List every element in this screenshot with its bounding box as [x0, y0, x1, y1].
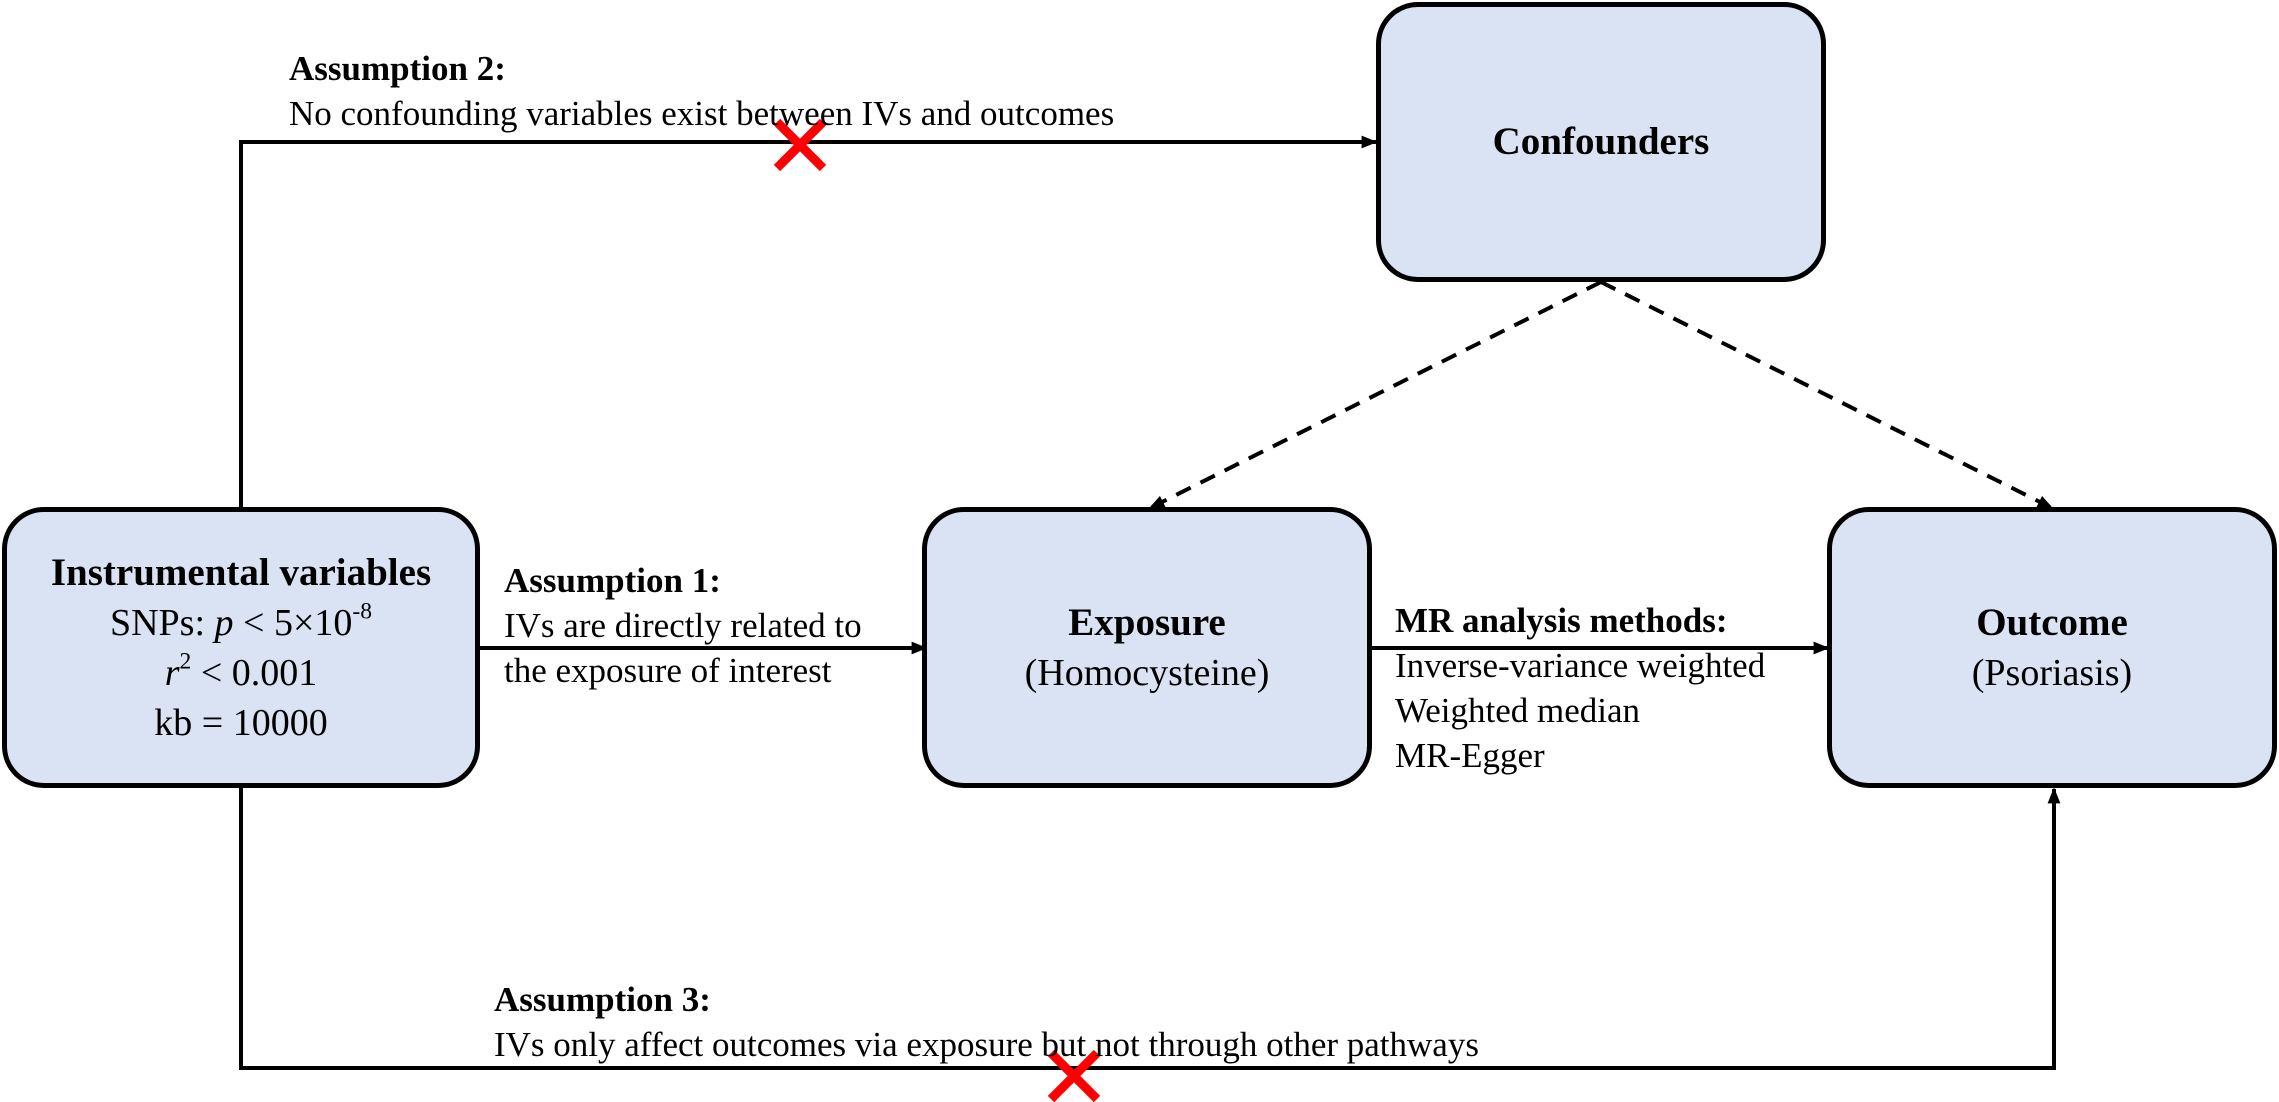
confounders-title: Confounders — [1492, 120, 1710, 163]
r2-threshold: r2 < 0.001 — [164, 648, 318, 694]
confounders-node: Confounders — [1376, 2, 1826, 282]
assumption1-label: Assumption 1: IVs are directly related t… — [504, 558, 862, 693]
outcome-title: Outcome — [1976, 600, 2128, 644]
assumption1-text-line1: IVs are directly related to — [504, 606, 862, 645]
confounder-to-outcome-arrow — [1600, 280, 2054, 510]
outcome-subtitle: (Psoriasis) — [1971, 651, 2133, 694]
assumption3-text: IVs only affect outcomes via exposure bu… — [494, 1025, 1479, 1064]
mr-methods-label: MR analysis methods: Inverse-variance we… — [1395, 598, 1765, 778]
instrumental-variables-node: Instrumental variables SNPs: p < 5×10-8 … — [2, 507, 480, 788]
outcome-node: Outcome (Psoriasis) — [1827, 507, 2277, 788]
confounder-to-exposure-arrow — [1148, 280, 1602, 510]
cross-icon — [773, 118, 827, 172]
snp-threshold: SNPs: p < 5×10-8 — [109, 598, 373, 644]
exposure-node: Exposure (Homocysteine) — [922, 507, 1372, 788]
mr-method-item: Inverse-variance weighted — [1395, 646, 1766, 685]
assumption3-label: Assumption 3: IVs only affect outcomes v… — [494, 977, 1479, 1067]
assumption2-text: No confounding variables exist between I… — [289, 94, 1115, 133]
assumption3-arrow — [239, 786, 2061, 1070]
exposure-title: Exposure — [1068, 600, 1226, 644]
assumption2-label: Assumption 2: No confounding variables e… — [289, 46, 1114, 136]
instrumental-variables-title: Instrumental variables — [50, 550, 432, 594]
assumption1-text-line2: the exposure of interest — [504, 651, 832, 690]
assumption3-head: Assumption 3: — [494, 980, 711, 1019]
assumption2-arrow — [239, 135, 1378, 507]
mr-method-item: MR-Egger — [1395, 736, 1545, 775]
assumption2-head: Assumption 2: — [289, 49, 506, 88]
exposure-subtitle: (Homocysteine) — [1024, 651, 1270, 694]
mr-method-item: Weighted median — [1395, 691, 1641, 730]
cross-icon — [1047, 1049, 1101, 1102]
assumption1-head: Assumption 1: — [504, 561, 721, 600]
mr-methods-head: MR analysis methods: — [1395, 601, 1728, 640]
kb-window: kb = 10000 — [154, 701, 328, 744]
